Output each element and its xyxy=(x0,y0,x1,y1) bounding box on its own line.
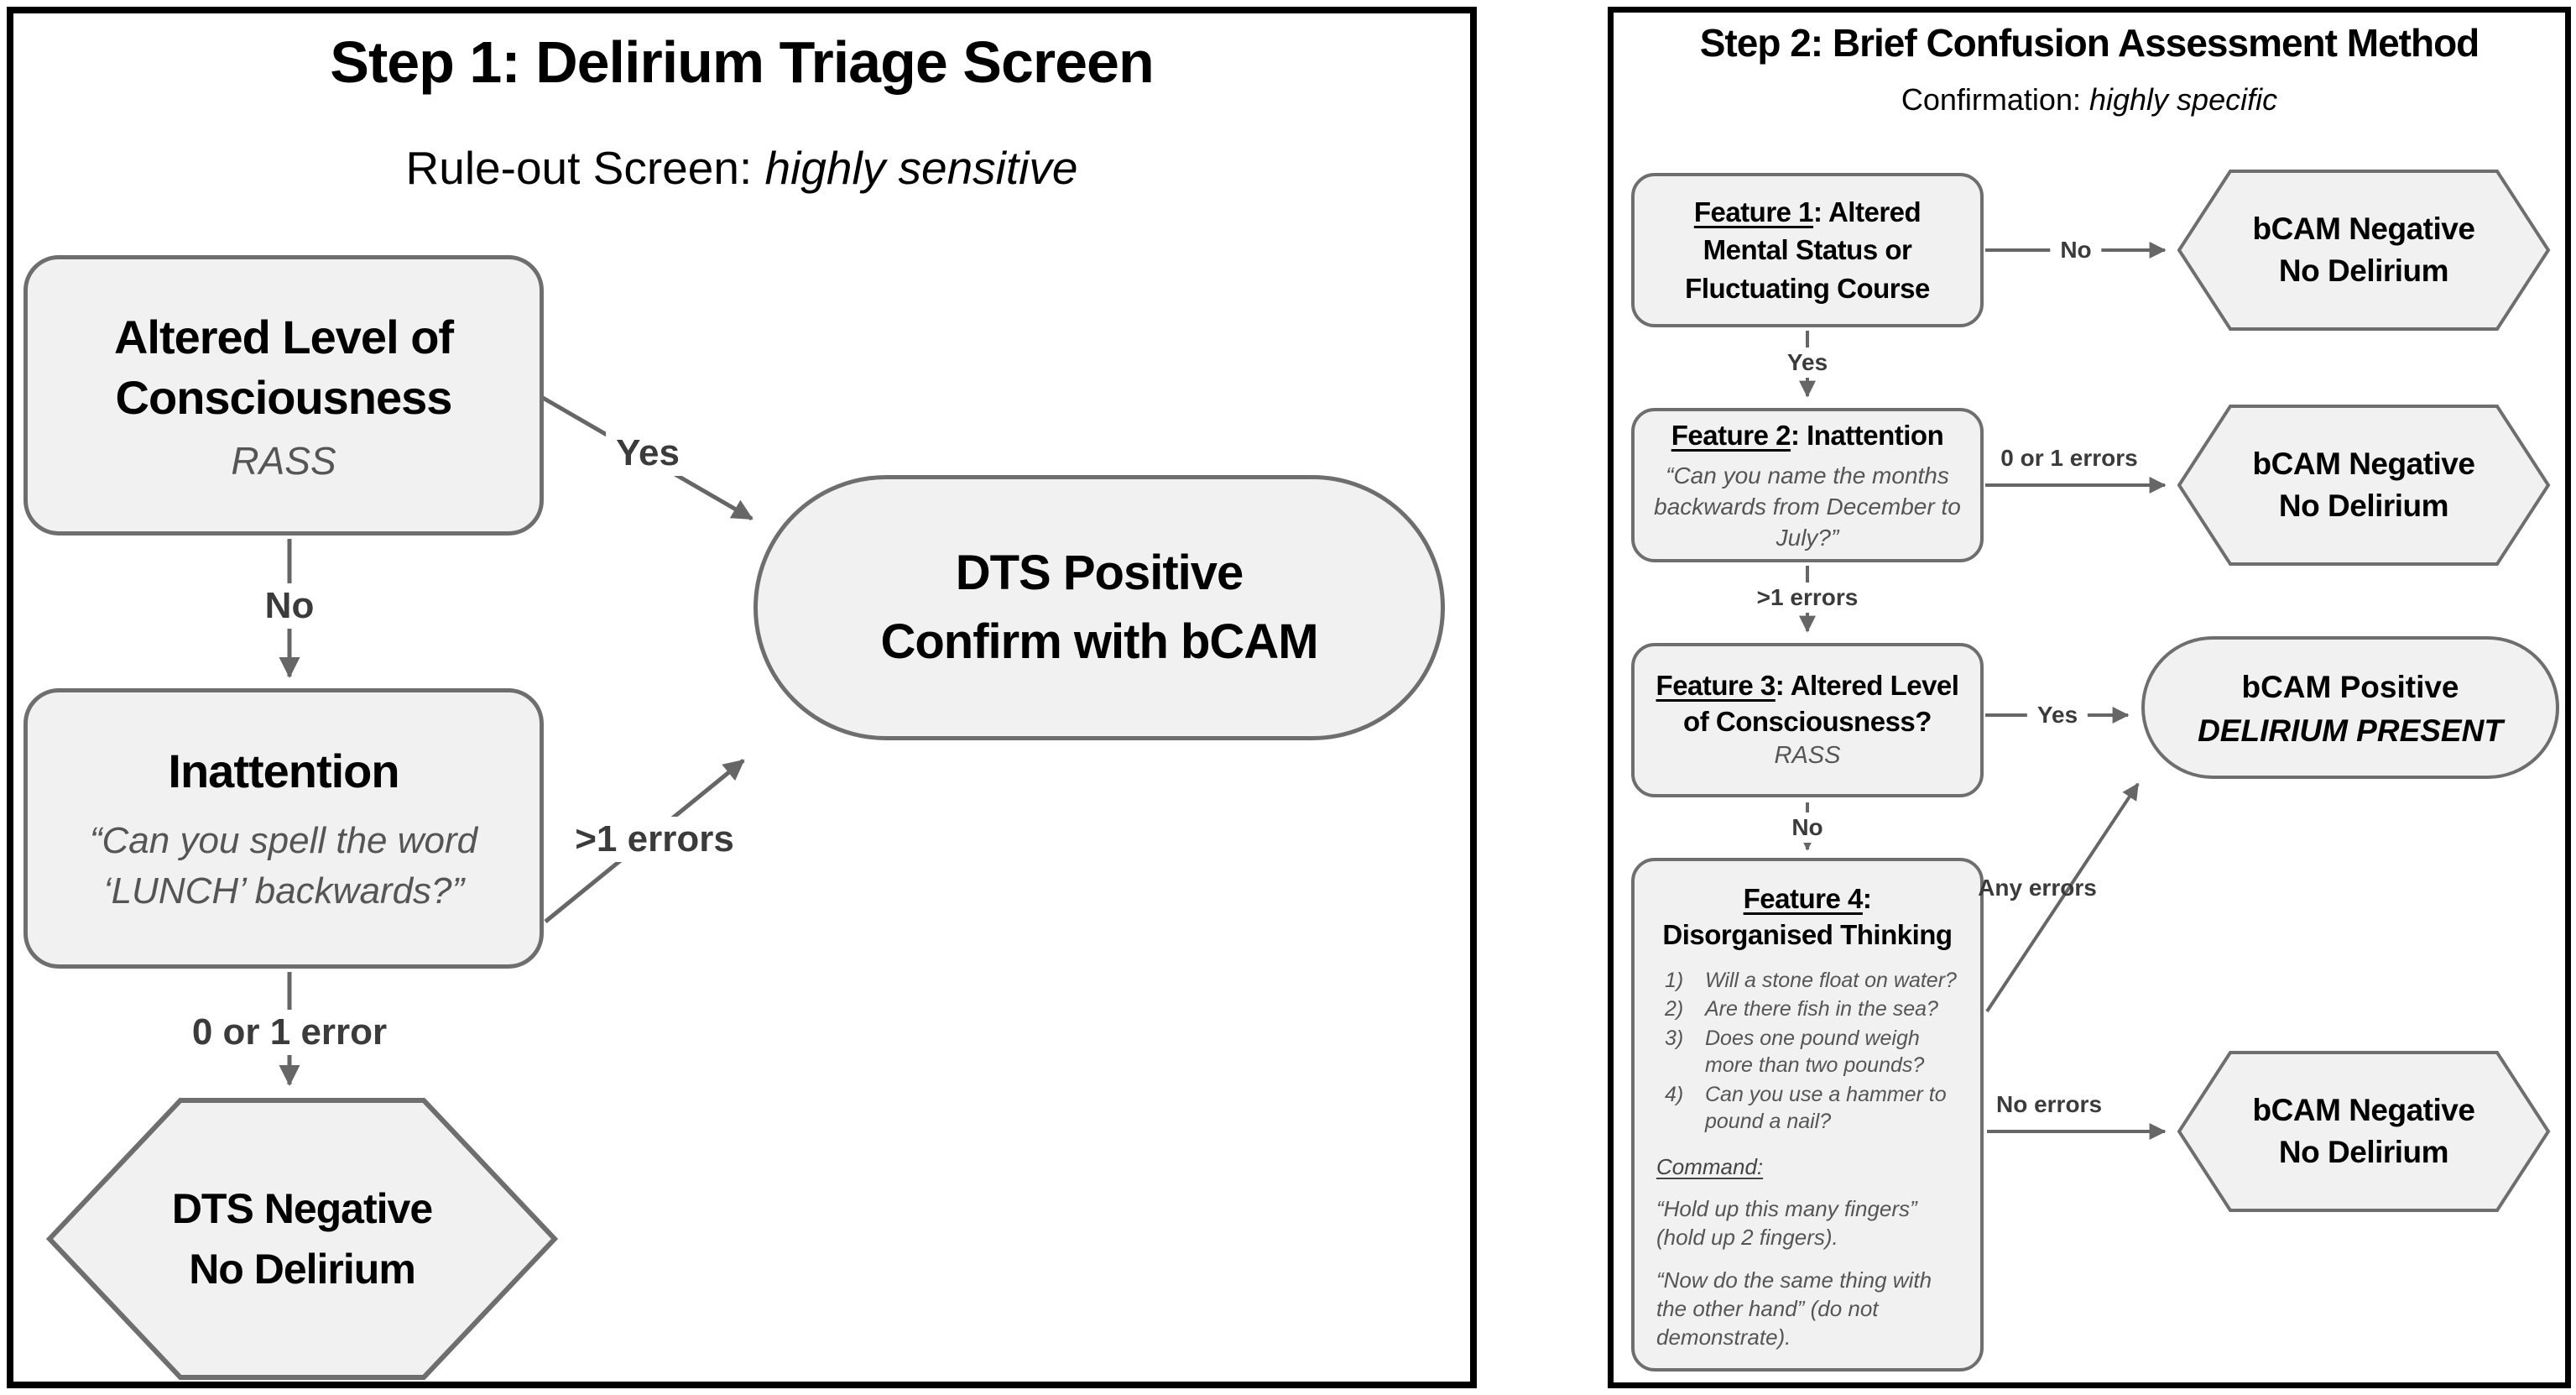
step1-subtitle-italic: highly sensitive xyxy=(764,142,1078,194)
feature4-question-list: 1) Will a stone float on water? 2) Are t… xyxy=(1656,967,1958,1136)
item-text: Can you use a hammer to pound a nail? xyxy=(1705,1082,1947,1134)
label-gt1-errors-step1: >1 errors xyxy=(565,817,744,862)
aloc-title: Altered Level of Consciousness xyxy=(113,311,454,424)
label-0-or-1-error: 0 or 1 error xyxy=(181,1010,398,1055)
line1: bCAM Negative xyxy=(2252,212,2475,247)
list-item: 4) Can you use a hammer to pound a nail? xyxy=(1656,1081,1958,1136)
feature2-rest: : Inattention xyxy=(1790,419,1944,451)
feature4-command2: “Now do the same thing with the other ha… xyxy=(1656,1267,1932,1350)
node-dts-positive: DTS Positive Confirm with bCAM xyxy=(754,475,1445,740)
step2-subtitle: Confirmation: highly specific xyxy=(1608,82,2571,118)
dts-positive-line1: DTS Positive xyxy=(955,545,1244,600)
node-bcam-negative-2: bCAM Negative No Delirium xyxy=(2177,403,2551,567)
feature4-command-label: Command: xyxy=(1656,1153,1764,1179)
feature2-title: Feature 2: Inattention xyxy=(1671,416,1944,455)
feature4-command1: “Hold up this many fingers” (hold up 2 f… xyxy=(1656,1195,1917,1250)
node-inattention: Inattention “Can you spell the word ‘LUN… xyxy=(23,688,544,969)
label-no-feature3: No xyxy=(1781,812,1833,843)
node-altered-level-of-consciousness: Altered Level of Consciousness RASS xyxy=(23,255,544,536)
hexagon-shape xyxy=(2177,170,2551,331)
label-any-errors: Any errors xyxy=(1978,875,2097,901)
hexagon-shape xyxy=(2177,405,2551,566)
dts-negative-line1: DTS Negative xyxy=(171,1184,433,1232)
node-feature1: Feature 1: Altered Mental Status or Fluc… xyxy=(1631,173,1984,327)
feature4-title2: Disorganised Thinking xyxy=(1662,918,1953,950)
node-dts-negative: DTS Negative No Delirium xyxy=(46,1096,558,1382)
feature2-question: “Can you name the months backwards from … xyxy=(1654,462,1961,551)
feature4-title: Feature 4: Disorganised Thinking xyxy=(1656,881,1958,954)
step2-title: Step 2: Brief Confusion Assessment Metho… xyxy=(1699,21,2480,65)
label-0-or-1-errors: 0 or 1 errors xyxy=(2000,445,2138,471)
node-feature4: Feature 4: Disorganised Thinking 1) Will… xyxy=(1631,858,1984,1371)
line1: bCAM Negative xyxy=(2252,1093,2475,1128)
step1-title: Step 1: Delirium Triage Screen xyxy=(330,29,1154,95)
feature3-rass-label: RASS xyxy=(1774,742,1841,770)
bcam-negative-2-text: bCAM Negative No Delirium xyxy=(2253,443,2475,527)
label-no-feature1: No xyxy=(2050,235,2102,265)
label-yes-feature3: Yes xyxy=(2026,700,2088,730)
node-feature2: Feature 2: Inattention “Can you name the… xyxy=(1631,408,1984,562)
step2-subtitle-italic: highly specific xyxy=(2088,82,2278,117)
feature3-rest: : Altered Level of Consciousness? xyxy=(1683,670,1959,738)
aloc-rass-label: RASS xyxy=(231,438,336,483)
line2: No Delirium xyxy=(2278,489,2449,523)
feature4-prefix: Feature 4 xyxy=(1743,883,1864,914)
step1-subtitle-prefix: Rule-out Screen: xyxy=(405,142,765,194)
dts-negative-text: DTS Negative No Delirium xyxy=(171,1178,433,1300)
dts-negative-line2: No Delirium xyxy=(189,1246,416,1293)
step1-subtitle: Rule-out Screen: highly sensitive xyxy=(7,141,1477,195)
feature1-rest: : Altered Mental Status or Fluctuating C… xyxy=(1685,196,1930,304)
item-number: 4) xyxy=(1665,1082,1684,1106)
label-no-step1: No xyxy=(254,583,325,629)
inattention-title: Inattention xyxy=(168,744,399,797)
item-number: 2) xyxy=(1665,997,1684,1021)
dts-positive-line2: Confirm with bCAM xyxy=(880,614,1318,669)
label-yes-feature1: Yes xyxy=(1776,347,1838,378)
hexagon-shape xyxy=(2177,1051,2551,1212)
node-feature3: Feature 3: Altered Level of Consciousnes… xyxy=(1631,643,1984,797)
feature3-title: Feature 3: Altered Level of Consciousnes… xyxy=(1653,668,1962,740)
feature1-prefix: Feature 1 xyxy=(1693,196,1814,227)
label-yes-step1: Yes xyxy=(606,431,690,476)
bcam-negative-3-text: bCAM Negative No Delirium xyxy=(2253,1089,2475,1173)
line2: No Delirium xyxy=(2278,1135,2449,1169)
list-item: 2) Are there fish in the sea? xyxy=(1656,995,1958,1023)
bcam-negative-1-text: bCAM Negative No Delirium xyxy=(2253,208,2475,292)
list-item: 3) Does one pound weigh more than two po… xyxy=(1656,1025,1958,1079)
item-number: 3) xyxy=(1665,1026,1684,1050)
label-no-errors: No errors xyxy=(1995,1091,2103,1117)
list-item: 1) Will a stone float on water? xyxy=(1656,967,1958,995)
item-text: Does one pound weigh more than two pound… xyxy=(1705,1026,1925,1078)
inattention-question: “Can you spell the word ‘LUNCH’ backward… xyxy=(89,820,478,912)
arrow-feature4-any-errors-to-positive xyxy=(1985,782,2140,1013)
feature3-prefix: Feature 3 xyxy=(1656,670,1776,702)
label-gt1-errors-step2: >1 errors xyxy=(1746,583,1869,613)
node-bcam-negative-1: bCAM Negative No Delirium xyxy=(2177,168,2551,332)
node-bcam-negative-3: bCAM Negative No Delirium xyxy=(2177,1049,2551,1214)
step2-subtitle-prefix: Confirmation: xyxy=(1901,82,2089,117)
node-bcam-positive: bCAM Positive DELIRIUM PRESENT xyxy=(2141,636,2559,779)
line1: bCAM Negative xyxy=(2252,447,2475,482)
hexagon-shape xyxy=(46,1098,558,1380)
item-text: Are there fish in the sea? xyxy=(1705,997,1938,1021)
feature1-title: Feature 1: Altered Mental Status or Fluc… xyxy=(1653,193,1962,308)
item-number: 1) xyxy=(1665,968,1684,992)
feature2-prefix: Feature 2 xyxy=(1671,419,1791,451)
bcam-positive-line1: bCAM Positive xyxy=(2241,670,2459,705)
item-text: Will a stone float on water? xyxy=(1705,968,1957,992)
feature4-rest: : xyxy=(1862,883,1872,914)
line2: No Delirium xyxy=(2278,253,2449,288)
bcam-positive-line2: DELIRIUM PRESENT xyxy=(2198,713,2503,748)
